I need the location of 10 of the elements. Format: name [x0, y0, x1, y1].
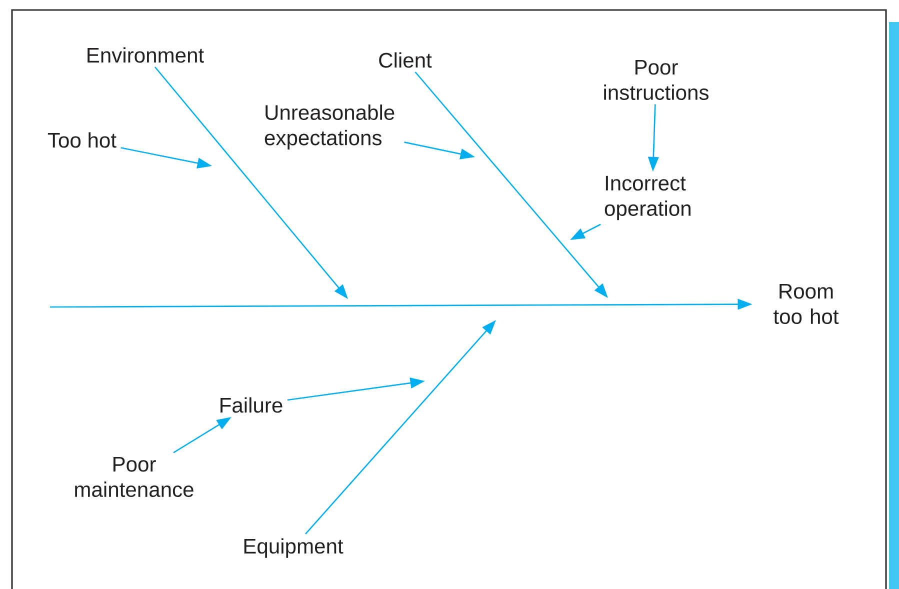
cause-label: Equipment: [244, 538, 344, 558]
cause-label: Failure: [220, 397, 282, 413]
cause-label: Client: [379, 52, 432, 68]
cause-label: Incorrect operation: [604, 176, 690, 220]
effect-label: Room too hot: [774, 284, 839, 324]
cause-label: Poor maintenance: [75, 457, 194, 498]
cause-label: Unreasonable expectations: [264, 104, 394, 150]
cause-label: Poor instructions: [604, 60, 708, 100]
cause-label: Too hot: [48, 132, 116, 148]
cause-label: Environment: [88, 47, 204, 63]
